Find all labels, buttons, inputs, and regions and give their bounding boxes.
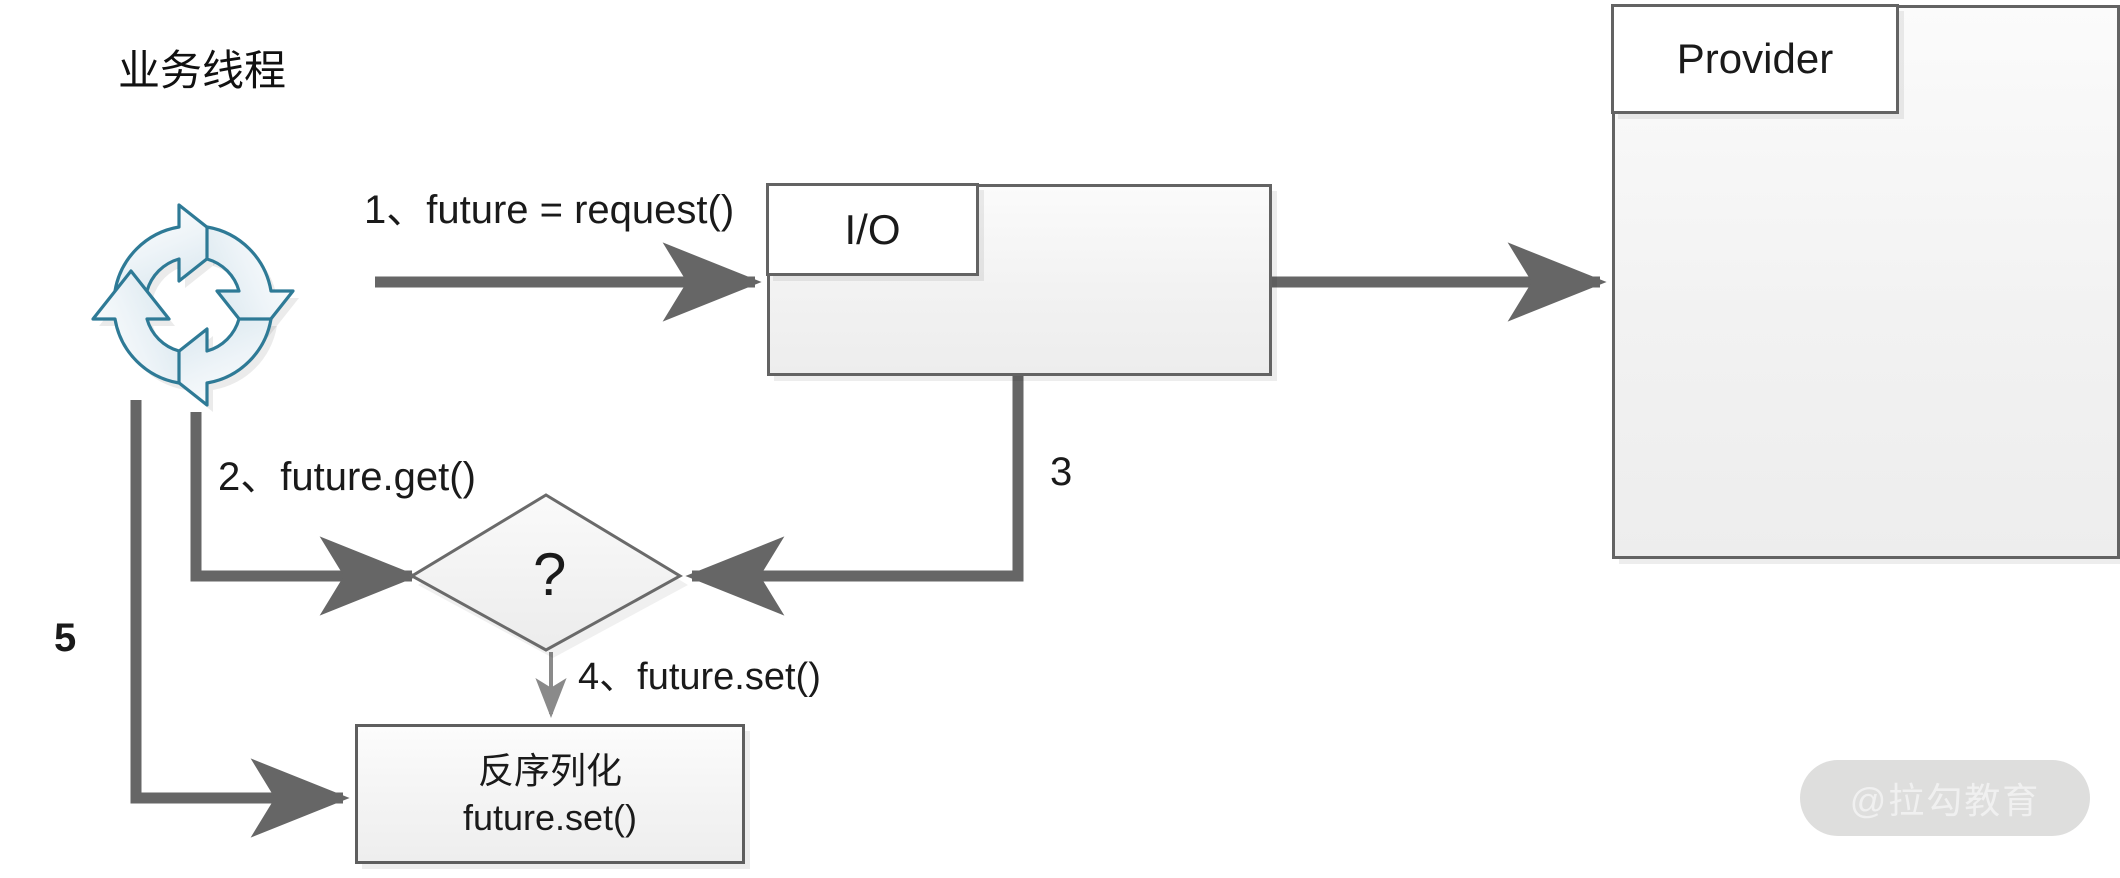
deserialize-line-1: 反序列化 [477, 749, 622, 791]
deserialize-box: 反序列化 future.set() [355, 724, 745, 864]
edge-step3 [685, 376, 1024, 616]
edge-label-step2: 2、future.get() [218, 455, 476, 499]
cycle-arrows-icon [91, 203, 299, 412]
decision-diamond-label: ? [533, 541, 567, 608]
edge-step5 [130, 400, 350, 838]
io-box: I/O [766, 183, 1272, 376]
provider-box: Provider [1611, 4, 2120, 559]
io-box-tab: I/O [766, 183, 979, 276]
edge-step2 [190, 412, 419, 616]
io-box-label: I/O [844, 205, 901, 253]
deserialize-line-2: future.set() [462, 797, 638, 838]
edge-label-step1: 1、future = request() [364, 188, 735, 232]
edge-label-step4: 4、future.set() [578, 656, 821, 698]
provider-box-tab: Provider [1611, 4, 1899, 114]
edge-label-step5: 5 [54, 616, 77, 660]
provider-box-label: Provider [1676, 35, 1834, 82]
watermark-text: @拉勾教育 [1849, 780, 2041, 821]
edge-label-step3: 3 [1050, 450, 1073, 494]
business-thread-label: 业务线程 [118, 47, 287, 94]
watermark: @拉勾教育 [1800, 760, 2090, 836]
decision-diamond [409, 493, 688, 658]
